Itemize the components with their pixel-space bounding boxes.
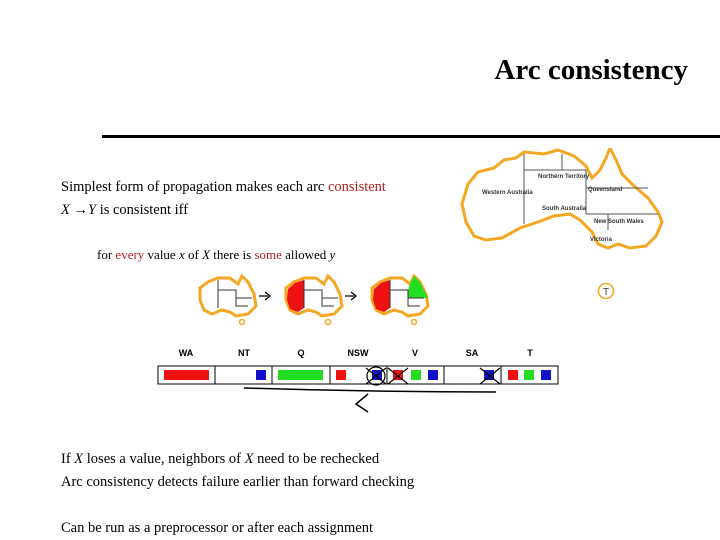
text-line-1: Simplest form of propagation makes each … (61, 179, 386, 196)
small-map-2 (284, 273, 344, 326)
t-blue (541, 370, 551, 380)
table-headers: WA NT Q NSW V SA T (179, 348, 534, 358)
line3-var: X (202, 247, 211, 262)
arrow-right-icon (259, 291, 272, 301)
header-nsw: NSW (348, 348, 370, 358)
recheck-arc (243, 387, 497, 393)
tasmania-marker: T (597, 282, 615, 300)
australia-map: Western Australia Northern Territory Que… (460, 148, 664, 250)
bottom-line-3: Can be run as a preprocessor or after ea… (61, 520, 374, 536)
bottom1-var: X (74, 451, 84, 467)
text-line-3: for every value x of X there is some all… (97, 247, 335, 263)
line3-part: value (144, 247, 179, 262)
table-dividers (214, 366, 502, 384)
v-blue (428, 370, 438, 380)
assignment-maps-row (198, 273, 430, 326)
header-v: V (412, 348, 418, 358)
header-sa: SA (466, 348, 479, 358)
small-map-1 (198, 273, 258, 326)
tasmania-circle (597, 282, 615, 300)
line3-part: there is (210, 247, 255, 262)
line3-var: y (329, 247, 336, 262)
line2-text: is consistent iff (96, 202, 189, 218)
cross-out-marks (365, 366, 501, 386)
line2-var-y: Y (87, 202, 97, 218)
region-sa: South Australia (542, 206, 587, 212)
bottom-line-1: If X loses a value, neighbors of X need … (61, 451, 379, 468)
line3-highlight-every: every (115, 247, 145, 262)
line1-text: Simplest form of propagation makes each … (61, 179, 328, 195)
v-red (393, 370, 403, 380)
header-wa: WA (179, 348, 194, 358)
v-green (411, 370, 421, 380)
line1-highlight: consistent (327, 179, 386, 195)
region-nt: Northern Territory (538, 174, 590, 180)
line2-var-x: X (61, 202, 74, 218)
line3-var: x (178, 247, 185, 262)
wa-red (164, 370, 209, 380)
australia-outline (460, 148, 664, 250)
header-nt: NT (238, 348, 250, 358)
nsw-red (336, 370, 346, 380)
line3-part: allowed (281, 247, 330, 262)
bottom1-part: loses a value, neighbors of (83, 451, 245, 467)
bottom1-var: X (244, 451, 254, 467)
header-q: Q (297, 348, 304, 358)
region-v: Victoria (590, 237, 613, 243)
region-q: Queensland (588, 187, 623, 193)
bottom1-part: need to be rechecked (253, 451, 380, 467)
title-underline (102, 135, 720, 138)
t-green (524, 370, 534, 380)
arrow-left-icon (354, 393, 369, 413)
text-line-2: X →Y is consistent iff (61, 202, 188, 219)
slide-title: Arc consistency (494, 54, 688, 86)
arrow-icon: → (73, 202, 88, 218)
q-green (278, 370, 323, 380)
state-borders (523, 154, 658, 230)
nt-blue (256, 370, 266, 380)
region-wa: Western Australia (482, 190, 533, 196)
line3-part: for (97, 247, 116, 262)
line3-part: of (184, 247, 203, 262)
t-red (508, 370, 518, 380)
small-map-3 (370, 273, 430, 326)
header-t: T (527, 348, 533, 358)
line3-highlight-some: some (254, 247, 282, 262)
bottom-line-2: Arc consistency detects failure earlier … (61, 474, 415, 490)
bottom1-part: If (61, 451, 75, 467)
region-nsw: New South Wales (594, 219, 644, 225)
table-row (157, 365, 559, 385)
tasmania-label: T (603, 287, 609, 298)
arrow-right-icon (345, 291, 358, 301)
domain-table: WA NT Q NSW V SA T (157, 348, 559, 413)
